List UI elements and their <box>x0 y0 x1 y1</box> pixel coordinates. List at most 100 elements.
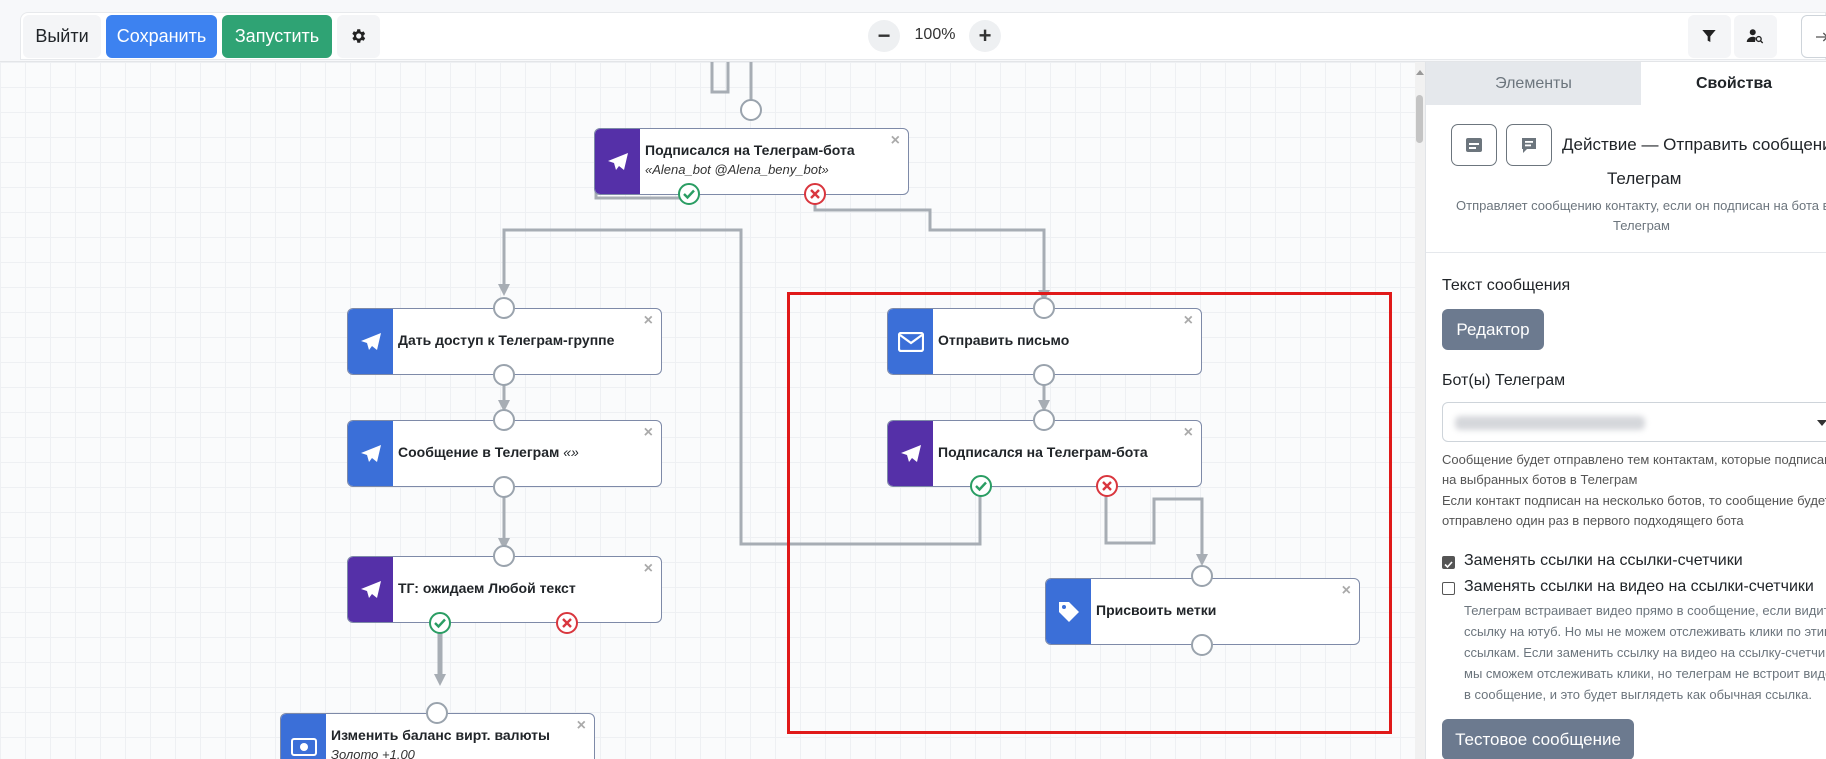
close-icon[interactable]: × <box>1183 312 1193 329</box>
message-icon <box>1466 138 1482 152</box>
action-description: Отправляет сообщению контакту, если он п… <box>1456 198 1826 213</box>
node-title: Дать доступ к Телеграм-группе <box>398 332 615 348</box>
top-toolbar: Выйти Сохранить Запустить − 100% + <box>0 0 1826 62</box>
telegram-icon <box>360 580 381 598</box>
highlight-box <box>787 292 1392 734</box>
node-telegram-subscribed-2[interactable]: Подписался на Телеграм-бота × <box>887 420 1202 487</box>
node-icon-bg <box>1046 579 1091 644</box>
action-title: Действие — Отправить сообщение в <box>1562 135 1826 154</box>
replace-video-links-checkbox[interactable] <box>1442 582 1455 595</box>
node-icon-bg <box>888 421 933 486</box>
divider <box>1426 252 1826 253</box>
message-text-label: Текст сообщения <box>1442 277 1571 294</box>
flow-canvas[interactable]: Подписался на Телеграм-бота «Alena_bot @… <box>0 62 1415 759</box>
tab-elements[interactable]: Элементы <box>1426 62 1641 105</box>
tab-properties[interactable]: Свойства <box>1641 62 1826 105</box>
money-icon <box>290 737 317 756</box>
blurred-bot-names <box>1455 416 1645 430</box>
action-description-cont: Телеграм <box>1613 218 1670 233</box>
test-message-button[interactable]: Тестовое сообщение <box>1442 719 1634 759</box>
exit-fullscreen-button[interactable] <box>1801 15 1826 58</box>
filter-button[interactable] <box>1688 15 1731 58</box>
node-title: Изменить баланс вирт. валюты <box>331 727 550 743</box>
node-assign-tags[interactable]: Присвоить метки × <box>1045 578 1360 645</box>
save-button[interactable]: Сохранить <box>106 15 217 58</box>
run-button[interactable]: Запустить <box>222 15 332 58</box>
node-input-port[interactable] <box>493 545 515 567</box>
panel-tabs: Элементы Свойства <box>1426 62 1826 105</box>
close-icon[interactable]: × <box>643 424 653 441</box>
success-port-icon[interactable] <box>429 612 451 634</box>
video-hint-2: ссылку на ютуб. Но мы не можем отслежива… <box>1464 624 1826 639</box>
chat-icon <box>1522 138 1536 153</box>
node-icon-bg <box>281 714 326 759</box>
chevron-down-icon <box>1817 420 1826 426</box>
node-subtitle: «» <box>563 444 579 460</box>
arrow-right-icon <box>1816 32 1826 42</box>
user-search-button[interactable] <box>1734 15 1777 58</box>
success-port-icon[interactable] <box>970 475 992 497</box>
check-icon <box>1444 561 1453 569</box>
node-output-port[interactable] <box>493 476 515 498</box>
editor-button[interactable]: Редактор <box>1442 309 1544 350</box>
properties-panel: Элементы Свойства Действие — Отправить с… <box>1425 62 1826 759</box>
close-icon[interactable]: × <box>576 717 586 734</box>
replace-links-checkbox[interactable] <box>1442 556 1455 569</box>
failure-port-icon[interactable] <box>804 183 826 205</box>
node-output-port[interactable] <box>1033 364 1055 386</box>
bots-label: Бот(ы) Телеграм <box>1442 372 1566 389</box>
action-title-cont: Телеграм <box>1607 169 1682 188</box>
action-subtype-button[interactable] <box>1506 124 1552 166</box>
video-hint-1: Телеграм встраивает видео прямо в сообще… <box>1464 603 1826 618</box>
action-type-button[interactable] <box>1451 124 1497 166</box>
failure-port-icon[interactable] <box>556 612 578 634</box>
scroll-up-icon[interactable] <box>1415 68 1425 76</box>
node-icon-bg <box>348 557 393 622</box>
telegram-icon <box>360 444 381 462</box>
node-wait-text[interactable]: ТГ: ожидаем Любой текст × <box>347 556 662 623</box>
video-hint-3: ссылкам. Если заменить ссылку на видео н… <box>1464 645 1826 660</box>
node-output-port[interactable] <box>493 364 515 386</box>
video-hint-4: мы сможем отслеживать клики, но телеграм… <box>1464 666 1826 681</box>
tag-icon <box>1058 601 1079 622</box>
close-icon[interactable]: × <box>1341 582 1351 599</box>
node-title: Присвоить метки <box>1096 602 1217 618</box>
bots-hint-1: Сообщение будет отправлено тем контактам… <box>1442 452 1826 467</box>
canvas-scrollbar[interactable] <box>1415 62 1425 759</box>
node-input-port[interactable] <box>1191 565 1213 587</box>
gear-icon <box>352 29 366 43</box>
node-output-port[interactable] <box>1191 634 1213 656</box>
node-input-port[interactable] <box>1033 297 1055 319</box>
node-title: ТГ: ожидаем Любой текст <box>398 580 576 596</box>
telegram-icon <box>360 332 381 350</box>
close-icon[interactable]: × <box>643 560 653 577</box>
bots-hint-3: Если контакт подписан на несколько ботов… <box>1442 493 1826 508</box>
scrollbar-thumb[interactable] <box>1416 95 1423 143</box>
node-input-port[interactable] <box>426 702 448 724</box>
zoom-level: 100% <box>914 26 956 43</box>
failure-port-icon[interactable] <box>1096 475 1118 497</box>
node-input-port[interactable] <box>493 297 515 319</box>
bots-select[interactable] <box>1442 402 1826 442</box>
close-icon[interactable]: × <box>1183 424 1193 441</box>
node-input-port[interactable] <box>740 99 762 121</box>
close-icon[interactable]: × <box>890 132 900 149</box>
node-telegram-subscribed[interactable]: Подписался на Телеграм-бота «Alena_bot @… <box>594 128 909 195</box>
success-port-icon[interactable] <box>678 183 700 205</box>
node-title: Сообщение в Телеграм «» <box>398 444 579 460</box>
telegram-icon <box>900 444 921 462</box>
settings-button[interactable] <box>337 15 380 58</box>
zoom-out-button[interactable]: − <box>868 20 900 52</box>
node-input-port[interactable] <box>1033 409 1055 431</box>
node-icon-bg <box>348 421 393 486</box>
video-hint-5: в сообщение, и это будет выглядеть как о… <box>1464 687 1812 702</box>
exit-button[interactable]: Выйти <box>23 15 101 58</box>
node-title-text: Сообщение в Телеграм <box>398 444 560 460</box>
node-input-port[interactable] <box>493 409 515 431</box>
zoom-in-button[interactable]: + <box>969 20 1001 52</box>
close-icon[interactable]: × <box>643 312 653 329</box>
filter-icon <box>1702 30 1716 42</box>
node-title: Подписался на Телеграм-бота <box>645 142 855 158</box>
node-grant-access[interactable]: Дать доступ к Телеграм-группе × <box>347 308 662 375</box>
